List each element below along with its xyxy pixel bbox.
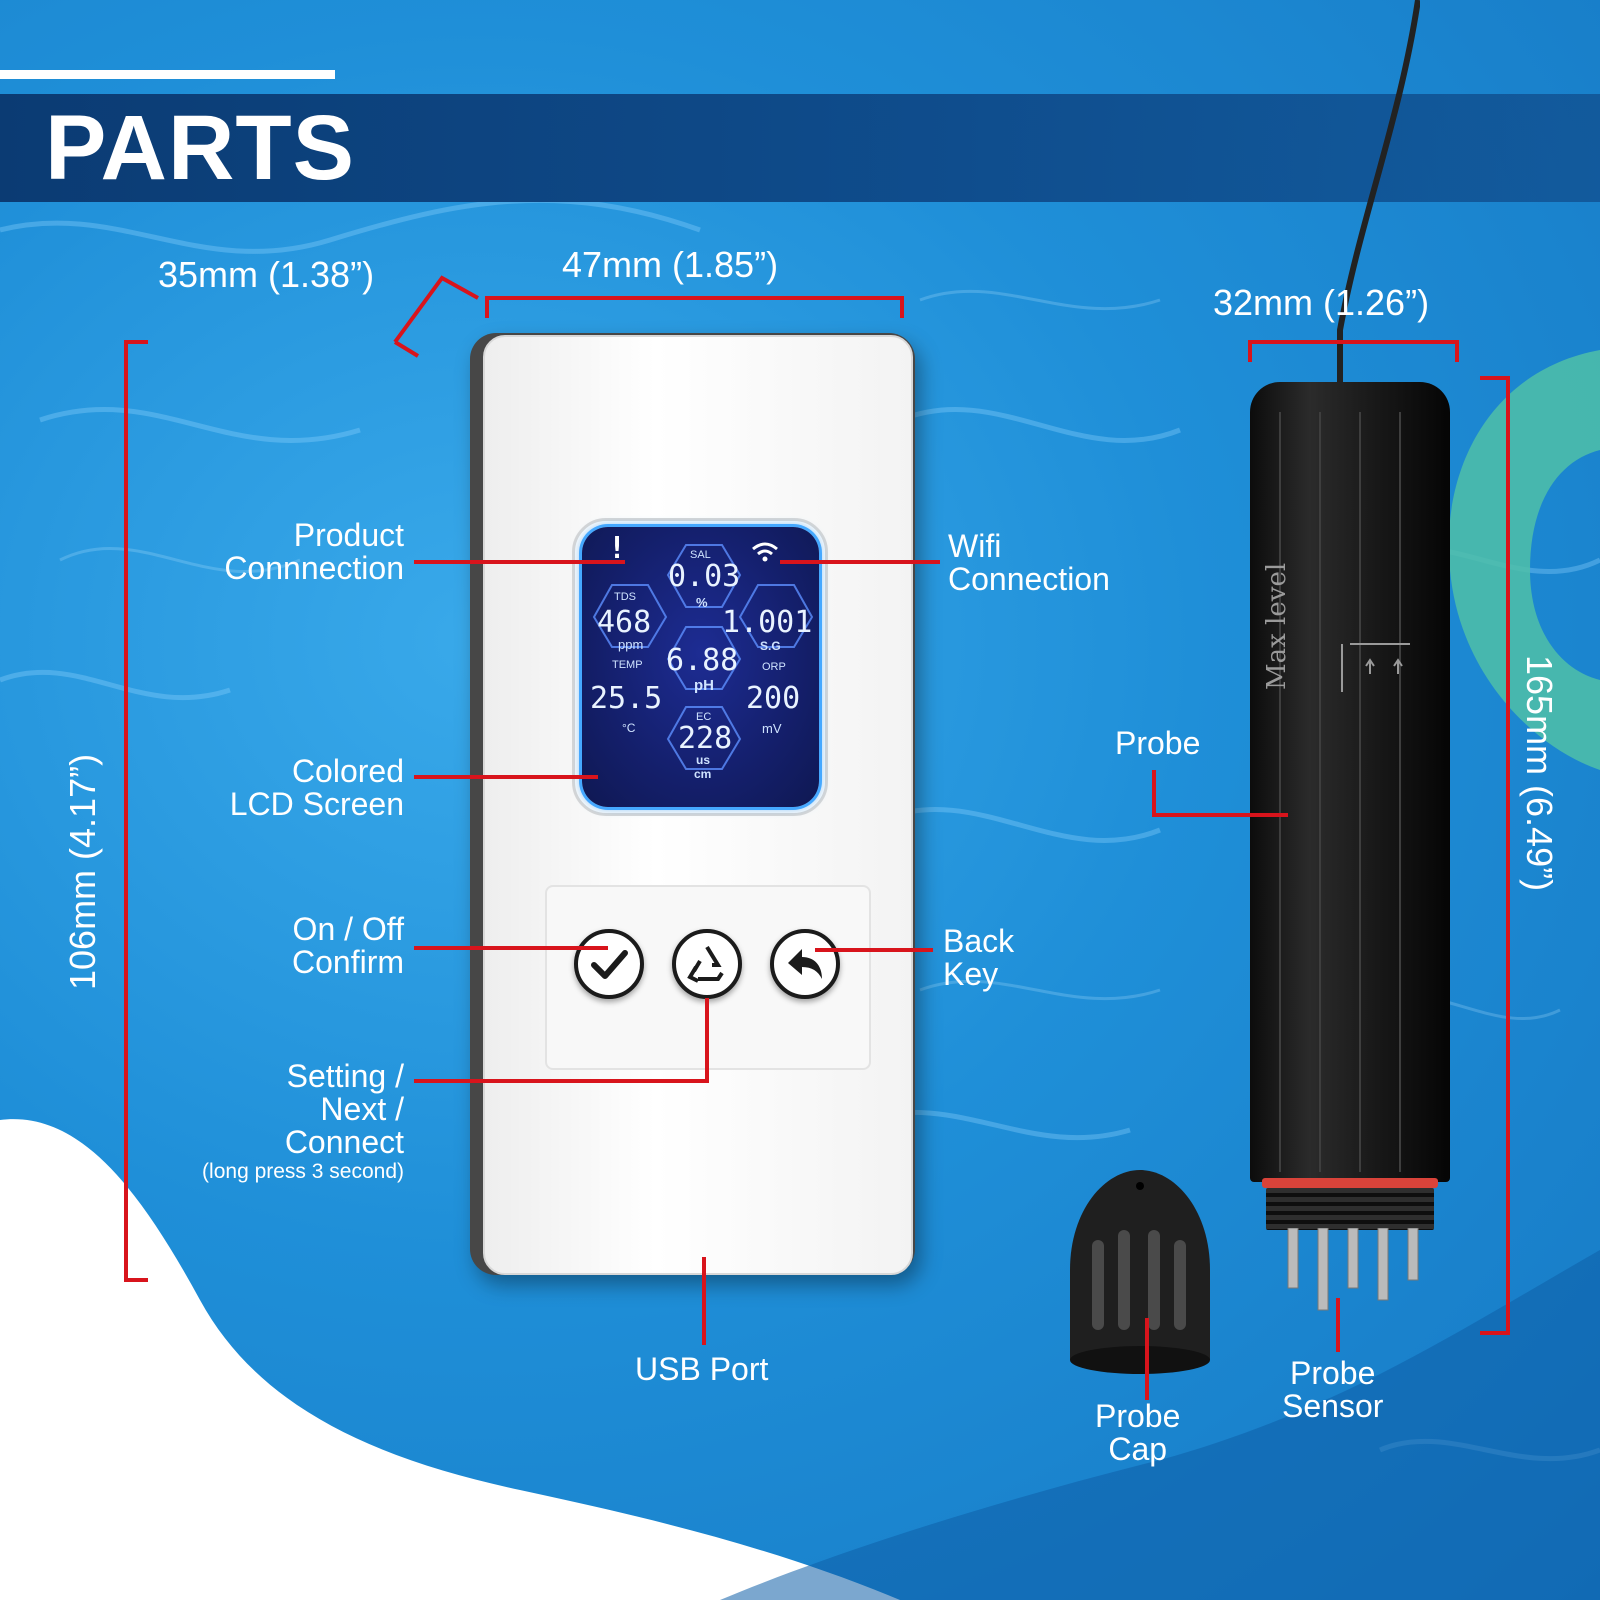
- probe-thread: [1266, 1188, 1434, 1230]
- depth-dimension: 35mm (1.38”): [158, 254, 375, 295]
- usb-port-label: USB Port: [635, 1351, 769, 1387]
- probe-cable: [1337, 0, 1420, 385]
- lcd-screen: ! SAL 0.03 % TDS 468 ppm 1.001 S.G TEMP …: [582, 527, 819, 807]
- sal-label: SAL: [690, 549, 711, 561]
- sal-unit: %: [696, 595, 708, 610]
- ec-label: EC: [696, 711, 712, 723]
- probe-ribs: [1279, 412, 1410, 1172]
- ec-unit-top: us: [696, 753, 711, 767]
- sg-label: S.G: [760, 639, 781, 653]
- header-banner: [0, 94, 1600, 202]
- orp-label: ORP: [762, 661, 786, 673]
- pool-float-ring: [1448, 350, 1600, 770]
- orp-unit: mV: [762, 721, 782, 736]
- ec-value: 228: [678, 721, 733, 756]
- tds-unit: ppm: [618, 637, 644, 652]
- recycle-icon: [687, 945, 724, 983]
- probe-body: [1250, 382, 1450, 1182]
- back-arrow-icon: [788, 949, 822, 979]
- temp-unit: °C: [622, 721, 636, 735]
- probe-cap-image: [1070, 1170, 1210, 1374]
- check-icon: [591, 950, 628, 979]
- ec-unit-bottom: cm: [694, 767, 712, 781]
- product-connection-alert-icon: !: [608, 531, 627, 566]
- back-key-button[interactable]: [770, 929, 840, 999]
- width-dimension: 47mm (1.85”): [562, 244, 779, 285]
- wave-shape: [0, 1119, 900, 1600]
- sg-value: 1.001: [722, 605, 813, 640]
- long-press-note: (long press 3 second): [202, 1160, 404, 1183]
- page-title: PARTS: [45, 97, 355, 199]
- orp-value: 200: [746, 681, 801, 716]
- ph-value: 6.88: [666, 643, 739, 678]
- setting-next-connect-button[interactable]: [672, 929, 742, 999]
- tds-label: TDS: [614, 591, 636, 603]
- header-rule: [0, 70, 335, 79]
- sal-value: 0.03: [668, 559, 741, 594]
- wifi-icon: [752, 542, 778, 562]
- probe-sensor-pins: [1287, 1228, 1419, 1311]
- wave-shape-dark: [720, 1250, 1600, 1600]
- setting-next-label: Setting /Next /Connect (long press 3 sec…: [202, 1058, 404, 1184]
- temp-value: 25.5: [590, 681, 663, 716]
- temp-label: TEMP: [612, 659, 643, 671]
- lcd-hex-grid: [592, 544, 814, 770]
- ph-label: pH: [694, 677, 714, 694]
- probe-width-dimension: 32mm (1.26”): [1213, 282, 1430, 323]
- on-off-confirm-button[interactable]: [574, 929, 644, 999]
- probe-seal-ring: [1262, 1178, 1438, 1188]
- probe-label: Probe: [1115, 725, 1201, 761]
- tds-value: 468: [597, 605, 652, 640]
